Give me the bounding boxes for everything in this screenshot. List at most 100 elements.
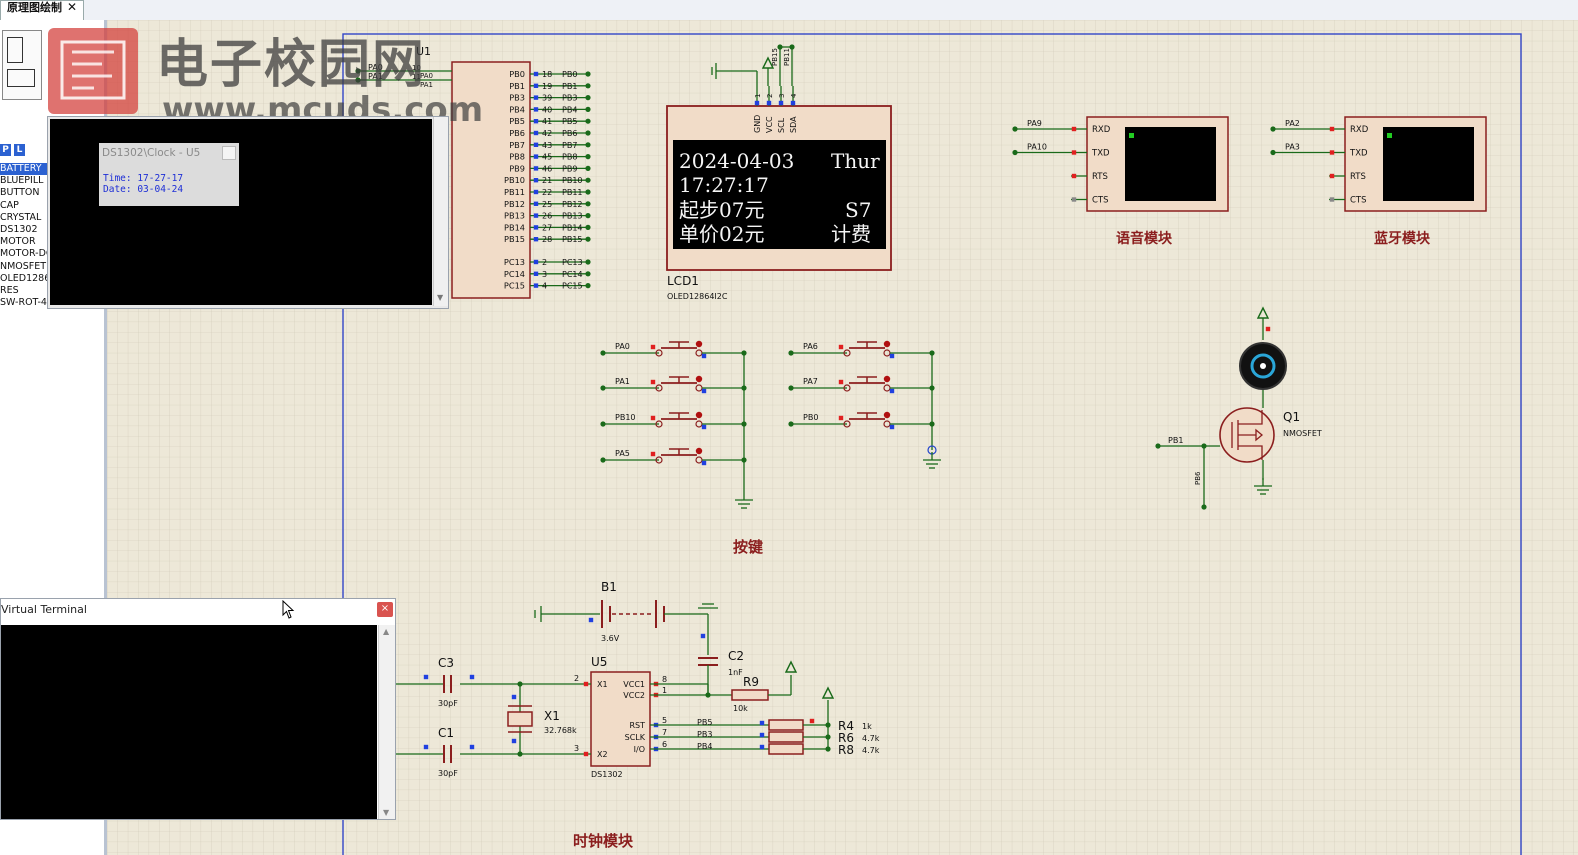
pin-marker xyxy=(701,353,707,359)
clock-scrollbar[interactable]: ▼ xyxy=(433,117,448,306)
mcu-pin-net: PB0 xyxy=(562,70,577,79)
junction-dot xyxy=(585,130,591,136)
device-list-item[interactable]: SW-ROT-4 xyxy=(0,297,47,309)
cap-reference: C3 xyxy=(438,656,454,670)
mcu-left-pin-number: 10 xyxy=(412,64,421,72)
pin-marker xyxy=(650,379,656,385)
uart-net-label: PA3 xyxy=(1285,143,1300,152)
pullup-resistor-body xyxy=(768,731,804,743)
keys-caption: 按键 xyxy=(733,538,763,556)
rtc-pin-name: VCC2 xyxy=(623,691,645,700)
mcu-pin-net: PB15 xyxy=(562,235,583,244)
junction-dot xyxy=(1270,149,1276,156)
tab-schematic-capture[interactable]: 原理图绘制 ✕ xyxy=(0,0,85,21)
mosfet-gate-net: PB1 xyxy=(1168,436,1183,445)
device-list-item[interactable]: RES xyxy=(0,284,19,296)
uart-pin-name: RXD xyxy=(1350,125,1369,135)
junction-dot xyxy=(777,44,783,50)
junction-dot xyxy=(585,118,591,124)
junction-dot xyxy=(585,142,591,148)
lcd-top-net: PB11 xyxy=(783,48,791,66)
device-list-item[interactable]: DS1302 xyxy=(0,223,38,235)
chevron-down-icon[interactable]: ▼ xyxy=(437,293,444,302)
device-list-item[interactable]: CAP xyxy=(0,199,19,211)
power-terminal-icon xyxy=(821,686,835,699)
mcu-pin-name: PC13 xyxy=(504,257,525,267)
button-net-label: PB10 xyxy=(615,413,636,422)
junction-dot xyxy=(585,177,591,183)
clock-display-area: DS1302\Clock - U5 Time: 17-27-17 Date: 0… xyxy=(50,119,432,305)
junction-dot xyxy=(1270,126,1276,132)
pin-marker xyxy=(533,95,539,100)
uart-module-screen xyxy=(1125,127,1216,201)
pin-marker xyxy=(1071,150,1077,155)
pin-marker xyxy=(423,674,429,680)
pin-marker xyxy=(650,415,656,421)
lcd-text-line: 2024-04-03 xyxy=(679,149,794,173)
clock-panel: DS1302\Clock - U5 Time: 17-27-17 Date: 0… xyxy=(99,143,239,206)
preview-thumbnail xyxy=(2,30,42,100)
mcu-pin-number: 3 xyxy=(542,270,547,279)
junction-dot xyxy=(585,154,591,160)
pin-marker xyxy=(1265,326,1271,332)
device-list-item[interactable]: CRYSTAL xyxy=(0,211,42,223)
button-contact xyxy=(655,384,663,392)
chevron-up-icon[interactable]: ▲ xyxy=(383,627,390,636)
mcu-pin-name: PB7 xyxy=(509,140,525,150)
crystal-body xyxy=(507,711,533,727)
library-manager-button[interactable]: L xyxy=(14,144,25,156)
junction-dot xyxy=(789,44,795,50)
ds1302-clock-window[interactable]: DS1302\Clock - U5 Time: 17-27-17 Date: 0… xyxy=(47,116,449,309)
mcu-pin-number: 2 xyxy=(542,258,547,267)
terminal-output[interactable] xyxy=(1,625,377,819)
virtual-terminal-window[interactable]: Virtual Terminal × ▲ ▼ xyxy=(0,598,396,820)
rtc-pin-name: RST xyxy=(629,721,645,730)
device-list-item[interactable]: NMOSFET xyxy=(0,260,47,272)
pin-marker xyxy=(533,189,539,195)
chevron-down-icon[interactable]: ▼ xyxy=(383,808,390,817)
device-list-item[interactable]: OLED12864I2C xyxy=(0,272,72,284)
device-list-item[interactable]: MOTOR xyxy=(0,236,36,248)
c2-reference: C2 xyxy=(728,649,744,663)
mcu-left-net: PA0 xyxy=(368,63,383,72)
lcd-reference: LCD1 xyxy=(667,274,699,288)
motor-shaft-icon xyxy=(1260,363,1266,369)
crystal-reference: X1 xyxy=(544,709,560,723)
pin-marker xyxy=(533,142,539,147)
pin-marker xyxy=(889,388,895,394)
uart-net-label: PA9 xyxy=(1027,119,1042,128)
device-list-item[interactable]: BUTTON xyxy=(0,187,40,199)
mcu-pin-name: PB5 xyxy=(509,116,525,126)
mcu-left-pin-number: 11 xyxy=(412,73,421,81)
mcu-pin-number: 45 xyxy=(542,153,552,162)
close-icon[interactable]: × xyxy=(377,602,393,617)
rtc-pin-name: SCLK xyxy=(625,733,646,742)
mcu-pin-name: PB8 xyxy=(509,152,525,162)
mcu-pin-name: PB14 xyxy=(504,222,525,232)
terminal-scrollbar[interactable]: ▲ ▼ xyxy=(378,625,395,819)
button-net-label: PA7 xyxy=(803,377,818,386)
mcu-left-pin-name: PA1 xyxy=(420,81,433,89)
pin-marker xyxy=(838,415,844,421)
device-list-item[interactable]: BLUEPILL xyxy=(0,175,44,187)
pin-marker xyxy=(533,225,539,230)
lcd-pin-name: VCC xyxy=(765,116,774,133)
pin-marker xyxy=(469,744,475,750)
pick-devices-button[interactable]: P xyxy=(0,144,11,156)
mosfet-part-name: NMOSFET xyxy=(1283,429,1322,438)
clock-time: Time: 17-27-17 xyxy=(103,173,184,184)
device-list-item[interactable]: MOTOR-DC xyxy=(0,248,53,260)
clock-close-button[interactable] xyxy=(222,146,236,160)
uart-pin-name: RXD xyxy=(1092,125,1111,135)
pin-marker xyxy=(583,681,589,687)
mcu-pin-net: PB12 xyxy=(562,200,583,209)
tab-close-icon[interactable]: ✕ xyxy=(67,0,78,14)
pin-marker xyxy=(423,744,429,750)
pin-marker xyxy=(1329,197,1335,202)
mcu-pin-number: 4 xyxy=(542,282,547,291)
button-contact xyxy=(843,420,851,428)
button-net-label: PA1 xyxy=(615,377,630,386)
button-state-indicator xyxy=(883,411,891,419)
mcu-pin-net: PB10 xyxy=(562,176,583,185)
pin-marker xyxy=(533,107,539,112)
